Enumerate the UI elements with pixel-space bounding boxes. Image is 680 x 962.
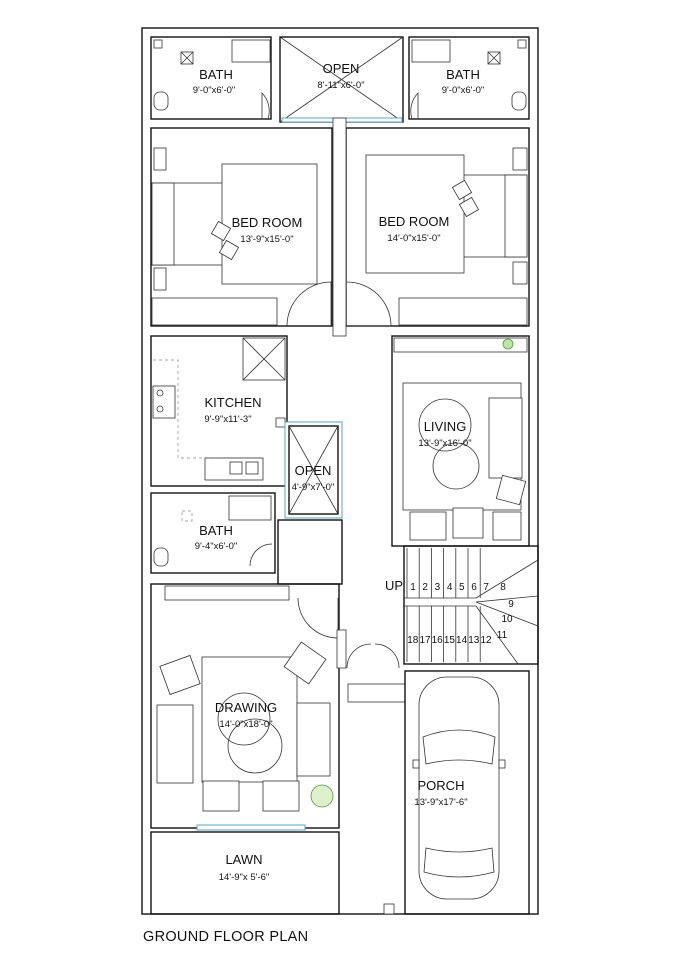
- bed-room-right: [345, 127, 530, 327]
- plant-icon: [502, 338, 514, 350]
- outer-wall: [141, 27, 539, 915]
- stair-step-12: 12: [480, 635, 492, 646]
- wardrobe-icon: [151, 297, 278, 326]
- table-icon: [418, 398, 472, 452]
- bath-left-room: [150, 36, 272, 120]
- door-swing-icon: [346, 643, 400, 669]
- living-room: [391, 335, 530, 547]
- armchair-icon: [452, 507, 484, 539]
- living-name: LIVING: [424, 419, 467, 434]
- door-swing-icon: [346, 281, 392, 327]
- bed-room-left-name: BED ROOM: [232, 215, 303, 230]
- bath-mid-dim: 9'-4"x6'-0": [195, 541, 238, 552]
- stair-step-2: 2: [422, 582, 428, 593]
- toilet-icon: [153, 547, 169, 567]
- staircase: [403, 545, 539, 665]
- porch-name: PORCH: [418, 778, 465, 793]
- open-top-name: OPEN: [323, 61, 360, 76]
- bath-right-name: BATH: [446, 67, 480, 82]
- sofa-icon: [296, 702, 331, 777]
- open-mid-dim: 4'-9"x7'-0": [292, 482, 335, 493]
- stair-step-11: 11: [497, 630, 508, 641]
- bath-mid-room: [150, 492, 343, 585]
- bed-room-left-dim: 13'-9"x15'-0": [240, 234, 293, 245]
- stair-step-5: 5: [459, 582, 465, 593]
- bath-left-dim: 9'-0"x6'-0": [193, 85, 236, 96]
- lawn-area: [150, 831, 340, 915]
- bed-room-right-name: BED ROOM: [379, 214, 450, 229]
- stair-step-9: 9: [508, 599, 514, 610]
- door-swing-icon: [410, 92, 419, 120]
- bath-left-name: BATH: [199, 67, 233, 82]
- wardrobe-icon: [398, 297, 528, 326]
- porch-dim: 13'-9"x17'-6": [414, 797, 467, 808]
- toilet-icon: [153, 91, 169, 111]
- sofa-icon: [156, 704, 194, 784]
- drawing-name: DRAWING: [215, 700, 277, 715]
- stove-icon: [152, 385, 176, 419]
- shower-icon: [181, 510, 193, 522]
- door-swing-icon: [249, 543, 273, 567]
- living-dim: 13'-9"x16'-0": [418, 438, 471, 449]
- bath-right-dim: 9'-0"x6'-0": [442, 85, 485, 96]
- toilet-icon: [511, 91, 527, 111]
- drawing-room: [150, 583, 340, 831]
- sink-icon: [204, 457, 264, 481]
- chair-icon: [210, 220, 232, 242]
- sofa-icon: [488, 397, 523, 479]
- drawing-dim: 14'-0"x18'-0": [219, 719, 272, 730]
- bed-room-left: [150, 127, 333, 327]
- kitchen-room: [150, 335, 288, 487]
- plan-title: GROUND FLOOR PLAN: [143, 929, 309, 945]
- stair-step-8: 8: [500, 582, 506, 593]
- bath-right-room: [408, 36, 530, 120]
- armchair-icon: [202, 780, 240, 812]
- door-swing-icon: [286, 281, 332, 327]
- stair-step-18: 18: [407, 635, 419, 646]
- kitchen-name: KITCHEN: [204, 395, 261, 410]
- open-mid-name: OPEN: [295, 463, 332, 478]
- lawn-name: LAWN: [225, 852, 262, 867]
- stair-step-4: 4: [447, 582, 453, 593]
- stair-step-6: 6: [471, 582, 477, 593]
- bathtub-icon: [231, 39, 271, 63]
- bath-mid-name: BATH: [199, 523, 233, 538]
- rug-icon: [365, 154, 465, 274]
- stair-step-15: 15: [444, 635, 456, 646]
- stair-step-10: 10: [501, 614, 513, 625]
- armchair-icon: [283, 641, 327, 685]
- kitchen-dim: 9'-9"x11'-3": [204, 414, 251, 425]
- plant-icon: [310, 784, 334, 808]
- porch-area: [404, 670, 530, 915]
- lawn-dim: 14'-9"x 5'-6": [219, 872, 270, 883]
- armchair-icon: [159, 654, 201, 696]
- armchair-icon: [409, 511, 447, 541]
- rug-icon: [221, 163, 318, 285]
- armchair-icon: [262, 780, 300, 812]
- open-top-dim: 8'-11"x6'-0": [317, 80, 364, 91]
- door-swing-icon: [261, 92, 270, 120]
- bathtub-icon: [228, 495, 272, 521]
- stair-step-3: 3: [435, 582, 441, 593]
- stair-step-13: 13: [468, 635, 480, 646]
- stair-step-17: 17: [419, 635, 431, 646]
- chair-icon: [451, 179, 473, 201]
- table-icon: [217, 692, 271, 746]
- stair-step-16: 16: [432, 635, 444, 646]
- stairs-up-label: UP: [385, 578, 403, 593]
- stair-step-1: 1: [410, 582, 416, 593]
- bed-room-right-dim: 14'-0"x15'-0": [387, 233, 440, 244]
- window-icon: [196, 824, 306, 831]
- door-swing-icon: [297, 597, 339, 639]
- stair-step-7: 7: [483, 582, 489, 593]
- stair-step-14: 14: [456, 635, 468, 646]
- open-mid-room: [284, 421, 343, 519]
- central-column: [332, 117, 347, 337]
- bathtub-icon: [411, 39, 451, 63]
